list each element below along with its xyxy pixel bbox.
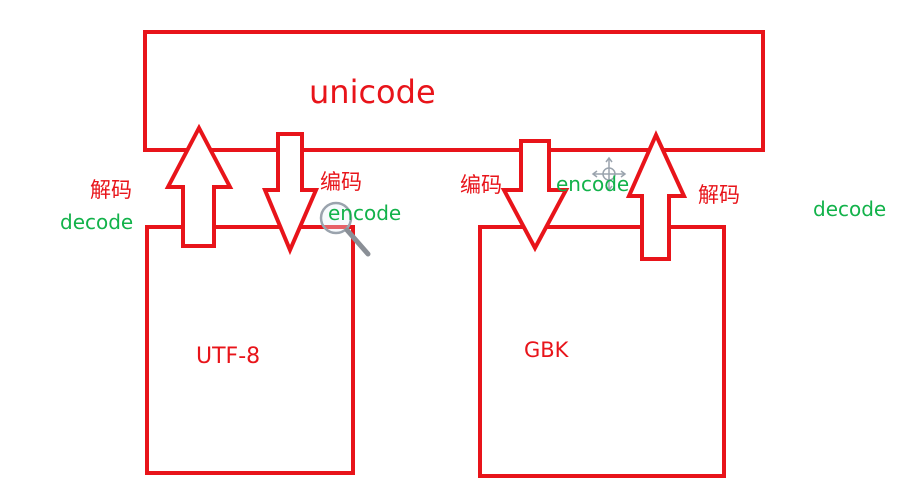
gbk-label: GBK <box>524 338 569 362</box>
magnifier-cursor-icon <box>319 201 371 257</box>
left-encode-cn-label: 编码 <box>320 170 362 194</box>
left-decode-en-label: decode <box>60 210 134 234</box>
unicode-label: unicode <box>309 73 436 111</box>
unicode-box <box>143 30 765 152</box>
right-decode-en-label: decode <box>813 197 887 221</box>
decode-arrow-left <box>164 123 234 248</box>
right-encode-cn-label: 编码 <box>460 173 502 197</box>
left-decode-cn-label: 解码 <box>90 178 132 202</box>
utf8-label: UTF-8 <box>196 344 261 369</box>
decode-arrow-right <box>625 130 688 261</box>
right-decode-cn-label: 解码 <box>698 183 740 207</box>
right-encode-en-label: encode <box>556 172 630 196</box>
utf8-box <box>145 225 355 475</box>
move-cursor-icon <box>591 156 627 192</box>
encode-arrow-left <box>262 132 320 256</box>
gbk-box <box>478 225 726 478</box>
left-encode-en-label: encode <box>328 201 402 225</box>
encode-arrow-right <box>500 139 570 253</box>
